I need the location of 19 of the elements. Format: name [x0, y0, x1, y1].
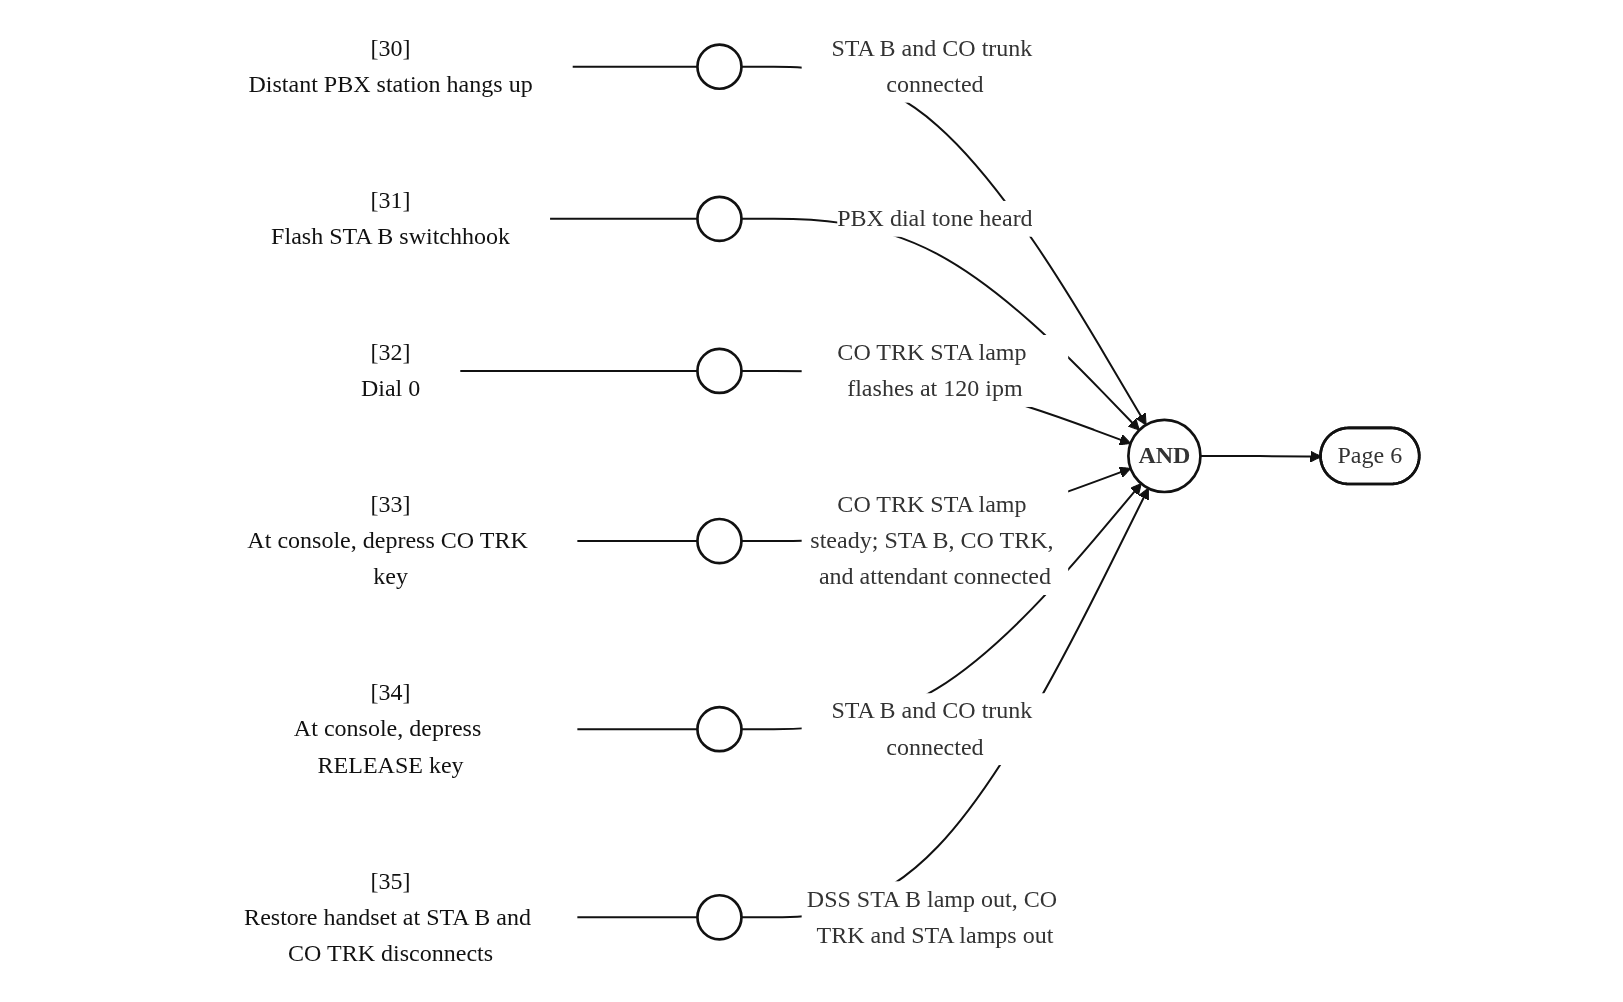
node-text: [35] Restore handset at STA B and CO TRK disconnects	[244, 867, 532, 966]
node-text: [33] At console, depress CO TRK key	[247, 490, 528, 590]
node-circle	[696, 893, 743, 941]
node-circle	[696, 195, 743, 243]
edge-label: CO TRK STA lamp steady; STA B, CO TRK, and attendant connected	[810, 490, 1054, 590]
node-circle	[696, 517, 743, 565]
edge-label: DSS STA B lamp out, CO TRK and STA lamps out	[806, 885, 1058, 948]
edge-label: STA B and CO trunk connected	[831, 697, 1033, 760]
node-circle	[696, 43, 743, 91]
node-text: [32] Dial 0	[360, 338, 421, 402]
node-text: [30] Distant PBX station hangs up	[248, 34, 533, 98]
node-text: [34] At console, depress RELEASE key	[293, 679, 482, 778]
node-text: [31] Flash STA B switchhook	[271, 186, 511, 250]
node-circle	[696, 347, 743, 395]
edge-label: PBX dial tone heard	[837, 204, 1033, 232]
node-circle: AND	[1127, 418, 1202, 494]
edge-label: STA B and CO trunk connected	[831, 34, 1033, 98]
node-circle	[696, 705, 743, 753]
edge-label: CO TRK STA lamp flashes at 120 ipm	[837, 338, 1027, 402]
